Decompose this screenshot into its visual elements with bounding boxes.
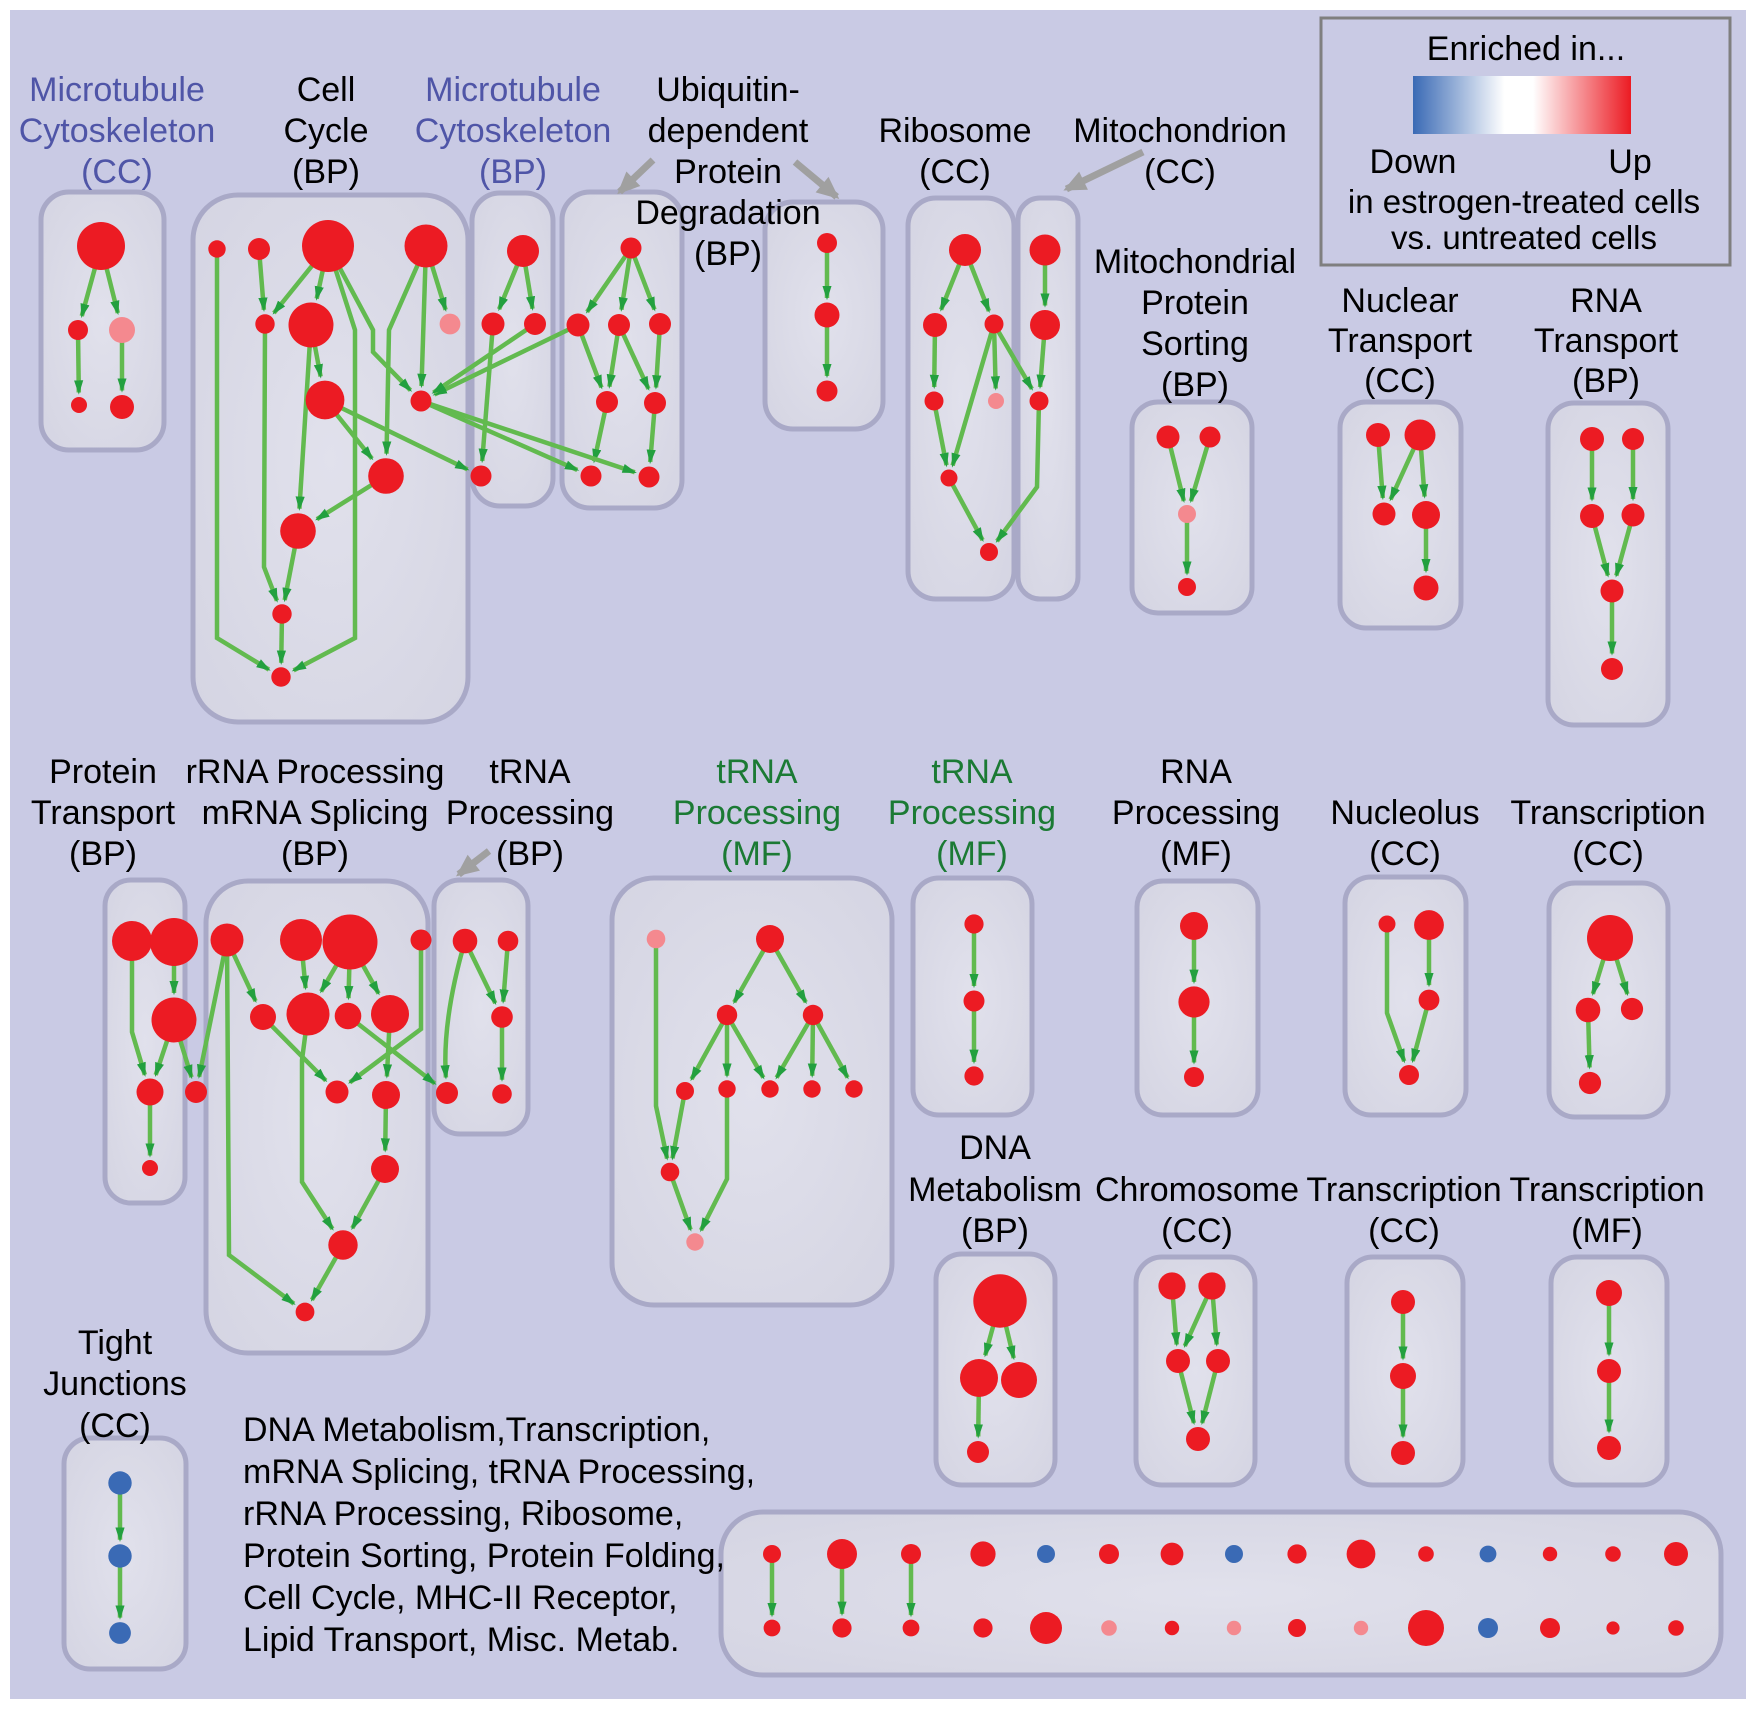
svg-text:(CC): (CC): [1161, 1212, 1233, 1250]
svg-text:(BP): (BP): [1161, 366, 1229, 404]
svg-text:(CC): (CC): [1368, 1212, 1440, 1250]
svg-text:(CC): (CC): [919, 153, 991, 191]
svg-text:Protein: Protein: [49, 753, 157, 791]
svg-text:Chromosome: Chromosome: [1095, 1171, 1299, 1209]
svg-text:in estrogen-treated cells: in estrogen-treated cells: [1348, 183, 1700, 220]
svg-text:tRNA: tRNA: [716, 753, 798, 791]
svg-text:(BP): (BP): [694, 235, 762, 273]
svg-text:Protein: Protein: [1141, 284, 1249, 322]
svg-text:Processing: Processing: [888, 794, 1056, 832]
svg-text:Processing: Processing: [1112, 794, 1280, 832]
svg-text:DNA Metabolism,Transcription,: DNA Metabolism,Transcription,: [243, 1411, 710, 1449]
svg-text:(BP): (BP): [281, 835, 349, 873]
svg-text:Lipid Transport, Misc. Metab.: Lipid Transport, Misc. Metab.: [243, 1621, 680, 1659]
svg-text:(MF): (MF): [721, 835, 793, 873]
svg-text:Tight: Tight: [78, 1324, 153, 1362]
svg-text:(BP): (BP): [496, 835, 564, 873]
svg-text:(CC): (CC): [1144, 153, 1216, 191]
svg-text:(CC): (CC): [79, 1407, 151, 1445]
svg-text:RNA: RNA: [1160, 753, 1232, 791]
svg-text:Transport: Transport: [1534, 322, 1679, 360]
svg-text:Processing: Processing: [446, 794, 614, 832]
svg-text:Mitochondrial: Mitochondrial: [1094, 243, 1296, 281]
svg-text:Mitochondrion: Mitochondrion: [1073, 112, 1287, 150]
svg-text:(MF): (MF): [1571, 1212, 1643, 1250]
svg-text:(CC): (CC): [1369, 835, 1441, 873]
svg-text:Nuclear: Nuclear: [1341, 282, 1458, 320]
svg-text:rRNA Processing: rRNA Processing: [186, 753, 445, 791]
svg-text:Transport: Transport: [31, 794, 176, 832]
svg-text:rRNA Processing, Ribosome,: rRNA Processing, Ribosome,: [243, 1495, 683, 1533]
svg-text:Cell: Cell: [297, 71, 356, 109]
svg-text:(CC): (CC): [1364, 362, 1436, 400]
svg-text:Transcription: Transcription: [1510, 794, 1705, 832]
svg-text:dependent: dependent: [648, 112, 809, 150]
svg-text:(CC): (CC): [1572, 835, 1644, 873]
svg-text:mRNA Splicing: mRNA Splicing: [202, 794, 429, 832]
svg-text:Cycle: Cycle: [283, 112, 368, 150]
svg-text:Sorting: Sorting: [1141, 325, 1249, 363]
svg-text:Microtubule: Microtubule: [29, 71, 205, 109]
svg-text:RNA: RNA: [1570, 282, 1642, 320]
svg-text:mRNA Splicing, tRNA Processing: mRNA Splicing, tRNA Processing,: [243, 1453, 755, 1491]
svg-text:vs. untreated cells: vs. untreated cells: [1391, 219, 1657, 256]
svg-text:Cytoskeleton: Cytoskeleton: [415, 112, 612, 150]
svg-text:tRNA: tRNA: [931, 753, 1013, 791]
svg-text:Nucleolus: Nucleolus: [1330, 794, 1479, 832]
svg-text:Junctions: Junctions: [43, 1365, 187, 1403]
svg-text:Protein Sorting, Protein Foldi: Protein Sorting, Protein Folding,: [243, 1537, 725, 1575]
svg-text:Ribosome: Ribosome: [878, 112, 1031, 150]
svg-text:Metabolism: Metabolism: [908, 1171, 1082, 1209]
svg-text:(BP): (BP): [69, 835, 137, 873]
svg-text:(BP): (BP): [479, 153, 547, 191]
svg-text:Cytoskeleton: Cytoskeleton: [19, 112, 216, 150]
svg-text:(BP): (BP): [292, 153, 360, 191]
svg-text:Cell Cycle, MHC-II Receptor,: Cell Cycle, MHC-II Receptor,: [243, 1579, 678, 1617]
svg-text:(BP): (BP): [1572, 362, 1640, 400]
svg-text:Protein: Protein: [674, 153, 782, 191]
svg-text:Up: Up: [1608, 143, 1651, 181]
svg-text:DNA: DNA: [959, 1129, 1031, 1167]
svg-text:Ubiquitin-: Ubiquitin-: [656, 71, 800, 109]
svg-text:Down: Down: [1370, 143, 1457, 181]
svg-text:Transcription: Transcription: [1306, 1171, 1501, 1209]
svg-text:(BP): (BP): [961, 1212, 1029, 1250]
svg-text:Enriched in...: Enriched in...: [1427, 30, 1625, 68]
svg-text:Microtubule: Microtubule: [425, 71, 601, 109]
svg-text:Transport: Transport: [1328, 322, 1473, 360]
svg-text:Processing: Processing: [673, 794, 841, 832]
svg-text:(CC): (CC): [81, 153, 153, 191]
svg-text:tRNA: tRNA: [489, 753, 571, 791]
svg-text:Transcription: Transcription: [1509, 1171, 1704, 1209]
svg-text:(MF): (MF): [1160, 835, 1232, 873]
svg-text:Degradation: Degradation: [635, 194, 820, 232]
svg-text:(MF): (MF): [936, 835, 1008, 873]
